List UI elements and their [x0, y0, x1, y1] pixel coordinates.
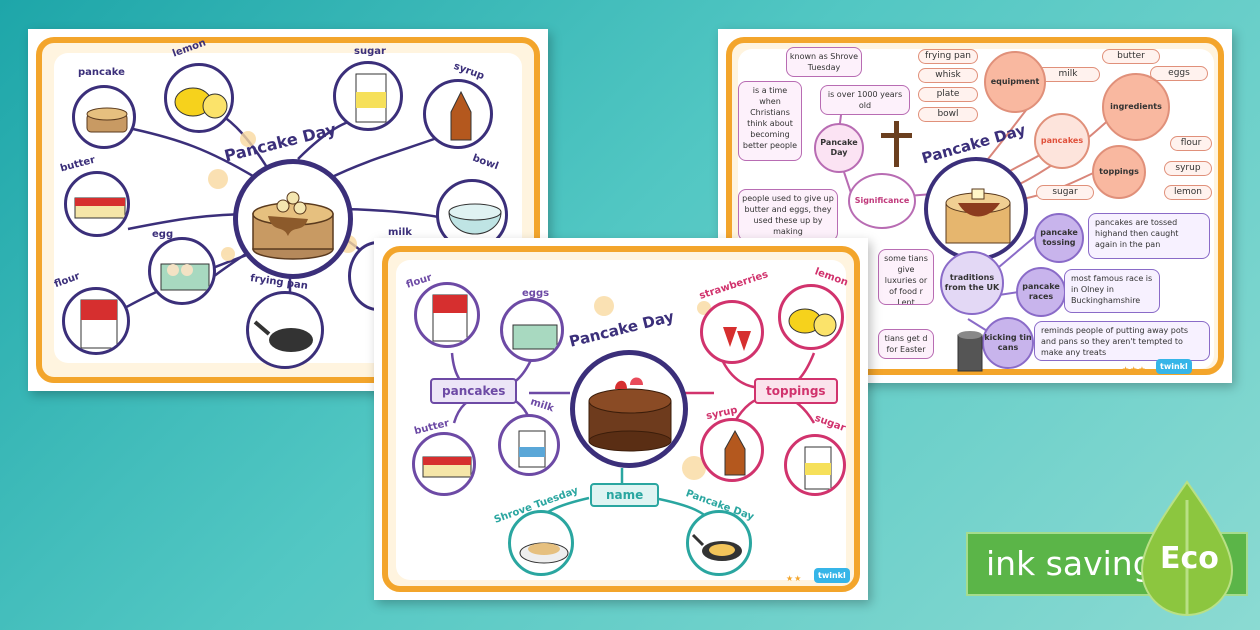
node-pancakes: pancakes — [1034, 113, 1090, 169]
front-strawberries-circle — [700, 300, 764, 364]
box-known-as: known as Shrove Tuesday — [786, 47, 862, 77]
lemon-icon — [788, 308, 837, 337]
left-egg-circle — [148, 237, 216, 305]
front-shrove-tuesday-circle — [508, 510, 574, 576]
pill-bowl: bowl — [918, 107, 978, 122]
pill-sugar: sugar — [1036, 185, 1094, 200]
left-syrup-circle — [423, 79, 493, 149]
pancake-stack-icon — [945, 188, 1011, 244]
frying-pan-icon — [253, 320, 313, 352]
pill-whisk: whisk — [918, 68, 978, 83]
box-time-when: is a time when Christians think about be… — [738, 81, 802, 161]
pill-flour: flour — [1170, 136, 1212, 151]
left-label-milk: milk — [388, 227, 412, 238]
pill-syrup: syrup — [1164, 161, 1212, 176]
node-ingredients: ingredients — [1102, 73, 1170, 141]
left-butter-circle — [64, 171, 130, 237]
syrup-bottle-icon — [724, 429, 746, 476]
egg-box-icon — [160, 263, 210, 291]
left-center-pancake-circle — [233, 159, 353, 279]
box-reminds: reminds people of putting away pots and … — [1034, 321, 1210, 361]
front-node-toppings: toppings — [754, 378, 838, 404]
front-eggs-circle — [500, 298, 564, 362]
bowl-icon — [448, 203, 502, 235]
chocolate-pancake-icon — [588, 377, 672, 452]
pancake-icon — [86, 107, 128, 133]
sugar-bag-icon — [804, 446, 832, 490]
left-pancake-circle — [72, 85, 136, 149]
right-center-pancake-circle — [924, 157, 1028, 261]
pancake-stack-icon — [252, 191, 334, 260]
egg-box-icon — [512, 324, 558, 350]
right-sheet-stars: ★★★ — [1122, 365, 1147, 374]
front-flour-circle — [414, 282, 480, 348]
front-sheet-stars: ★★ — [786, 574, 803, 583]
tin-can-icon — [957, 331, 983, 372]
node-equipment: equipment — [984, 51, 1046, 113]
box-over-1000: is over 1000 years old — [820, 85, 910, 115]
front-label-eggs: eggs — [522, 288, 550, 299]
pill-plate: plate — [918, 87, 978, 102]
left-label-pancake: pancake — [78, 67, 125, 78]
butter-icon — [74, 197, 126, 219]
pill-eggs: eggs — [1150, 66, 1208, 81]
node-pancake-races: pancake races — [1016, 267, 1066, 317]
front-sheet: Pancake Day flour eggs pancakes butter m… — [374, 238, 868, 600]
flour-bag-icon — [80, 299, 118, 349]
syrup-bottle-icon — [450, 90, 472, 141]
left-lemon-circle — [164, 63, 234, 133]
node-toppings: toppings — [1092, 145, 1146, 199]
box-people-used: people used to give up butter and eggs, … — [738, 189, 838, 241]
node-kicking-tin-cans: kicking tin cans — [982, 317, 1034, 369]
butter-icon — [422, 456, 472, 478]
left-sugar-circle — [333, 61, 403, 131]
front-sheet-twinkl-logo: twinkl — [814, 568, 850, 583]
sugar-bag-icon — [355, 73, 387, 123]
lemon-icon — [174, 87, 228, 119]
front-milk-circle — [498, 414, 560, 476]
eco-text: Eco — [1160, 541, 1219, 576]
milk-bottle-icon — [518, 430, 546, 468]
flour-bag-icon — [432, 294, 468, 342]
front-node-name: name — [590, 483, 660, 507]
box-tians-get: tians get d for Easter — [878, 329, 934, 359]
box-race: most famous race is in Olney in Buckingh… — [1064, 269, 1160, 313]
front-syrup-circle — [700, 418, 764, 482]
ink-saving-text: ink saving — [986, 544, 1154, 583]
front-center-pancake-circle — [570, 350, 688, 468]
ink-saving-banner: ink saving — [966, 532, 1248, 596]
pill-frying-pan: frying pan — [918, 49, 978, 64]
node-traditions: traditions from the UK — [940, 251, 1004, 315]
frying-pan-icon — [691, 533, 742, 561]
node-pancake-day: Pancake Day — [814, 123, 864, 173]
front-pancake-day-circle — [686, 510, 752, 576]
front-node-pancakes: pancakes — [430, 378, 518, 404]
pill-lemon: lemon — [1164, 185, 1212, 200]
front-lemon-circle — [778, 284, 844, 350]
left-frying-pan-circle — [246, 291, 324, 369]
left-flour-circle — [62, 287, 130, 355]
front-sugar-circle — [784, 434, 846, 496]
strawberries-icon — [723, 327, 751, 351]
cross-icon — [881, 121, 912, 167]
right-sheet-twinkl-logo: twinkl — [1156, 359, 1192, 374]
left-label-egg: egg — [152, 229, 174, 240]
pill-butter: butter — [1102, 49, 1160, 64]
box-some: some tians give luxuries or of food r Le… — [878, 249, 934, 305]
node-significance: Significance — [848, 173, 916, 229]
left-label-sugar: sugar — [354, 46, 386, 57]
node-pancake-tossing: pancake tossing — [1034, 213, 1084, 263]
front-butter-circle — [412, 432, 476, 496]
pancake-plate-icon — [519, 542, 569, 564]
box-tossed: pancakes are tossed highand then caught … — [1088, 213, 1210, 259]
